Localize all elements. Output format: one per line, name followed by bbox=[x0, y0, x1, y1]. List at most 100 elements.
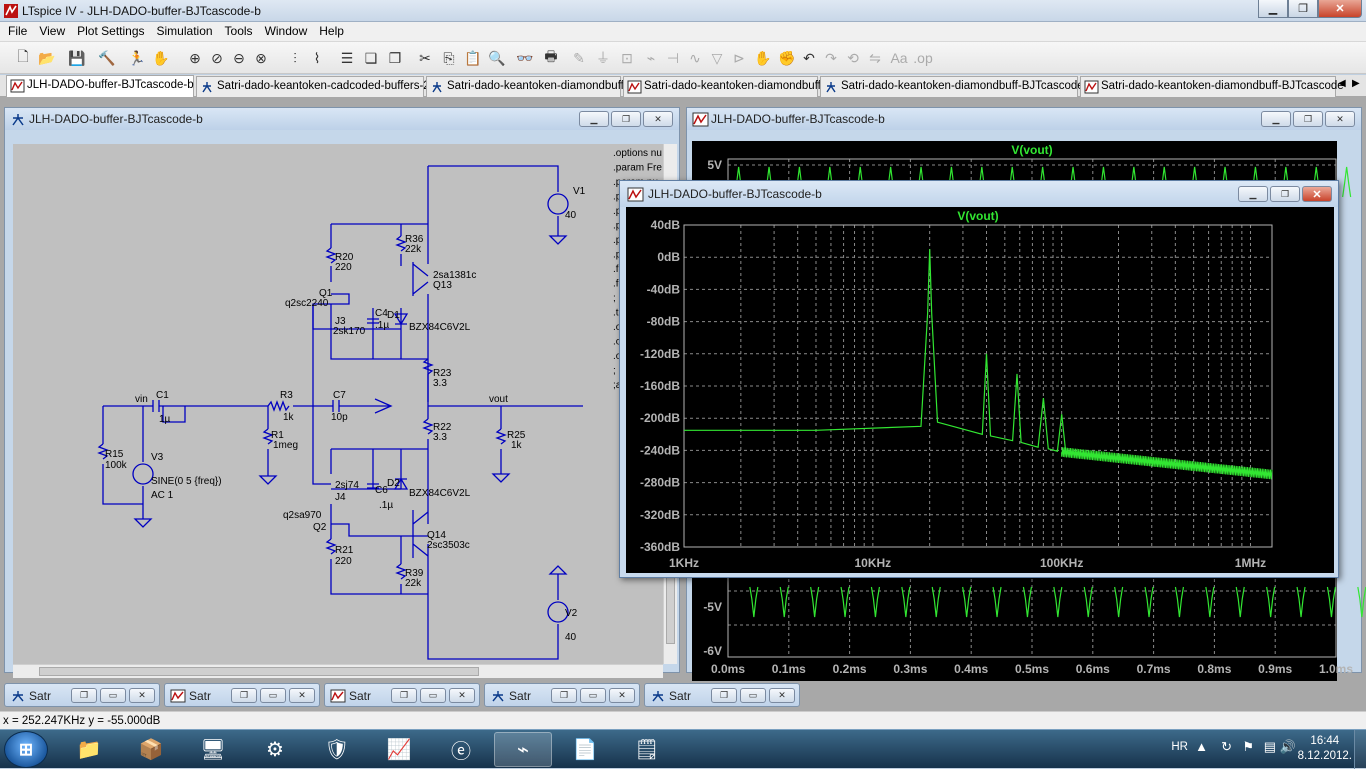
transient-minimize-button[interactable]: ▁ bbox=[1261, 111, 1291, 127]
paste-icon[interactable]: 📋 bbox=[464, 49, 482, 66]
menu-tools[interactable]: Tools bbox=[224, 24, 253, 38]
language-indicator[interactable]: HR bbox=[1171, 741, 1188, 753]
explorer-taskbar-icon[interactable]: 📁 bbox=[76, 739, 102, 761]
run-icon[interactable]: 🏃 bbox=[128, 49, 146, 66]
device-taskbar-icon[interactable]: ⚙ bbox=[266, 739, 284, 761]
pan-icon[interactable]: ⊘ bbox=[211, 49, 223, 66]
menu-view[interactable]: View bbox=[39, 24, 66, 38]
fft-minimize-button[interactable]: ▁ bbox=[1238, 186, 1268, 202]
tab-satri-bjtcascode[interactable]: Satri-dado-keantoken-diamondbuff-BJTcasc… bbox=[820, 76, 1084, 97]
minimize-button[interactable]: ▁ bbox=[1258, 0, 1288, 18]
move-icon[interactable]: ✋ bbox=[754, 49, 772, 66]
tile-horizontal-icon[interactable]: ☰ bbox=[340, 49, 354, 66]
maximize-button[interactable]: ▭ bbox=[100, 688, 126, 703]
tab-satri-bjtcascode-2[interactable]: Satri-dado-keantoken-diamondbuff-BJTcasc… bbox=[1080, 76, 1344, 97]
control-panel-taskbar-icon[interactable]: 🖥 bbox=[200, 739, 226, 761]
restore-button[interactable]: ❐ bbox=[391, 688, 417, 703]
menu-help[interactable]: Help bbox=[319, 24, 344, 38]
menu-file[interactable]: File bbox=[8, 24, 28, 38]
resistor-icon[interactable]: ⌁ bbox=[646, 49, 656, 66]
diode-icon[interactable]: ▽ bbox=[711, 49, 723, 66]
label-net-icon[interactable]: ⊡ bbox=[621, 49, 633, 66]
inductor-icon[interactable]: ∿ bbox=[689, 49, 701, 66]
ground-icon[interactable]: ⏚ bbox=[596, 50, 610, 66]
maximize-button[interactable]: ▭ bbox=[740, 688, 766, 703]
close-button[interactable]: ✕ bbox=[129, 688, 155, 703]
redo-icon[interactable]: ↷ bbox=[825, 49, 837, 66]
tab-scroll-left-icon[interactable]: ◀ bbox=[1338, 78, 1346, 89]
schematic-horizontal-scrollbar[interactable] bbox=[13, 664, 663, 678]
sync-icon[interactable]: ↻ bbox=[1221, 739, 1232, 754]
zoom-in-icon[interactable]: ⊕ bbox=[189, 49, 201, 66]
close-button[interactable]: ✕ bbox=[289, 688, 315, 703]
control-panel-icon[interactable]: 🔨 bbox=[98, 49, 116, 66]
maximize-button[interactable]: ▭ bbox=[420, 688, 446, 703]
horizontal-scroll-thumb[interactable] bbox=[39, 667, 479, 676]
find-icon[interactable]: 🔍 bbox=[488, 49, 506, 66]
show-hidden-icons-icon[interactable]: ▲ bbox=[1195, 739, 1208, 754]
network-icon[interactable]: ▤ bbox=[1263, 739, 1276, 754]
pdf-reader-taskbar-icon[interactable]: 📄 bbox=[572, 739, 598, 761]
restore-button[interactable]: ❐ bbox=[711, 688, 737, 703]
ltspice-taskbar-icon[interactable]: ⌁ bbox=[494, 732, 552, 767]
menu-simulation[interactable]: Simulation bbox=[156, 24, 213, 38]
mirror-icon[interactable]: ⇋ bbox=[869, 49, 881, 66]
fft-maximize-button[interactable]: ❐ bbox=[1270, 186, 1300, 202]
volume-icon[interactable]: 🔊 bbox=[1279, 739, 1296, 754]
close-button[interactable]: ✕ bbox=[769, 688, 795, 703]
open-icon[interactable]: 📂 bbox=[38, 49, 56, 66]
oscilloscope-taskbar-icon[interactable]: 📈 bbox=[386, 739, 412, 761]
minimized-window-5[interactable]: Satr❐▭✕ bbox=[644, 683, 800, 707]
menu-plot-settings[interactable]: Plot Settings bbox=[77, 24, 145, 38]
print-icon[interactable]: 🖶 bbox=[544, 48, 558, 64]
schematic-close-button[interactable]: ✕ bbox=[643, 111, 673, 127]
rotate-icon[interactable]: ⟲ bbox=[847, 49, 859, 66]
transient-close-button[interactable]: ✕ bbox=[1325, 111, 1355, 127]
schematic-minimize-button[interactable]: ▁ bbox=[579, 111, 609, 127]
tab-jlh-dado[interactable]: JLH-DADO-buffer-BJTcascode-b bbox=[6, 75, 194, 97]
add-trace-icon[interactable]: ⌇ bbox=[313, 49, 321, 66]
action-center-icon[interactable]: ⚑ bbox=[1242, 739, 1254, 754]
minimized-window-1[interactable]: Satr❐▭✕ bbox=[4, 683, 160, 707]
tab-scroll-right-icon[interactable]: ▶ bbox=[1352, 78, 1360, 89]
maximize-button[interactable]: ▭ bbox=[580, 688, 606, 703]
new-schematic-icon[interactable]: 🗋 bbox=[17, 48, 29, 64]
internet-explorer-taskbar-icon[interactable]: ⓔ bbox=[451, 741, 471, 763]
autorange-icon[interactable]: ⫶ bbox=[293, 49, 297, 66]
fft-close-button[interactable]: ✕ bbox=[1302, 186, 1332, 202]
maximize-button[interactable]: ▭ bbox=[260, 688, 286, 703]
halt-icon[interactable]: ✋ bbox=[152, 49, 170, 66]
maximize-button[interactable]: ❐ bbox=[1288, 0, 1318, 18]
cascade-icon[interactable]: ❏ bbox=[364, 49, 378, 66]
spice-directive-icon[interactable]: .op bbox=[913, 50, 933, 66]
close-button[interactable]: ✕ bbox=[609, 688, 635, 703]
zoom-out-icon[interactable]: ⊖ bbox=[233, 49, 245, 66]
minimized-window-4[interactable]: Satr❐▭✕ bbox=[484, 683, 640, 707]
restore-button[interactable]: ❐ bbox=[551, 688, 577, 703]
component-icon[interactable]: ⊳ bbox=[733, 49, 745, 66]
tab-satri-diamondbuff-2[interactable]: Satri-dado-keantoken-diamondbuff bbox=[623, 76, 821, 97]
transient-maximize-button[interactable]: ❐ bbox=[1293, 111, 1323, 127]
start-button[interactable]: ⊞ bbox=[4, 731, 48, 768]
installer-taskbar-icon[interactable]: 📦 bbox=[138, 739, 164, 761]
minimized-window-3[interactable]: Satr❐▭✕ bbox=[324, 683, 480, 707]
tab-satri-diamondbuff[interactable]: Satri-dado-keantoken-diamondbuff bbox=[426, 76, 624, 97]
capacitor-icon[interactable]: ⊣ bbox=[666, 49, 680, 66]
restore-button[interactable]: ❐ bbox=[231, 688, 257, 703]
cut-icon[interactable]: ✂ bbox=[419, 49, 431, 66]
wire-icon[interactable]: ✎ bbox=[573, 49, 585, 66]
copy-icon[interactable]: ⎘ bbox=[443, 49, 455, 66]
schematic-maximize-button[interactable]: ❐ bbox=[611, 111, 641, 127]
notes-taskbar-icon[interactable]: 🗒 bbox=[634, 739, 660, 761]
close-button[interactable]: ✕ bbox=[449, 688, 475, 703]
undo-icon[interactable]: ↶ bbox=[803, 49, 815, 66]
tile-vertical-icon[interactable]: ❐ bbox=[388, 49, 402, 66]
tab-satri-cadcoded[interactable]: Satri-dado-keantoken-cadcoded-buffers-2 bbox=[196, 76, 430, 97]
binoculars-icon[interactable]: 👓 bbox=[516, 49, 534, 66]
show-desktop-button[interactable] bbox=[1354, 730, 1366, 769]
zoom-fit-icon[interactable]: ⊗ bbox=[255, 49, 267, 66]
minimized-window-2[interactable]: Satr❐▭✕ bbox=[164, 683, 320, 707]
antivirus-taskbar-icon[interactable]: 🛡 bbox=[324, 739, 350, 761]
